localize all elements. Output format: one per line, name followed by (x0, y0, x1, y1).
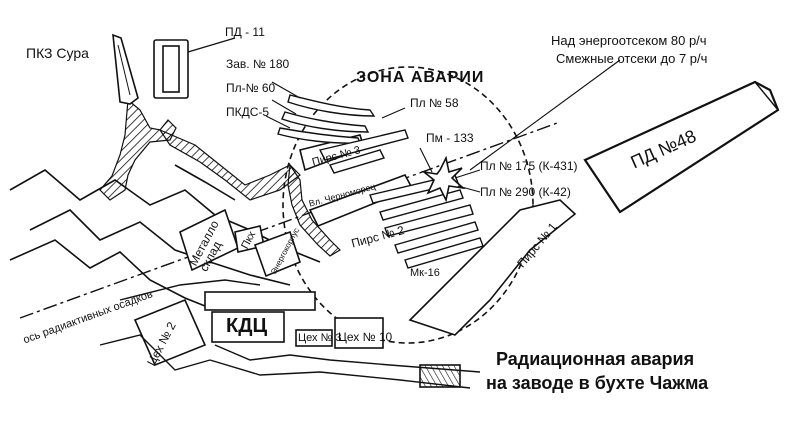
label-pkz-sura: ПКЗ Сура (26, 45, 89, 61)
pd48-dock (583, 80, 780, 214)
label-pl290: Пл № 290 (К-42) (480, 185, 571, 199)
caption-line2: на заводе в бухте Чажма (486, 373, 709, 393)
label-pd11: ПД - 11 (225, 25, 265, 39)
label-ceh3: Цех № 3 (298, 332, 342, 344)
label-mk16: Мк-16 (410, 267, 440, 279)
pd11-dock (153, 37, 236, 99)
label-pm133: Пм - 133 (426, 131, 474, 145)
leader-lines (265, 59, 621, 193)
roads (99, 279, 481, 389)
label-ceh10: Цех № 10 (338, 330, 393, 344)
accident-zone-circle (282, 66, 534, 344)
label-dose-adjacent: Смежные отсеки до 7 р/ч (556, 51, 708, 66)
label-pkds5: ПКДС-5 (226, 105, 270, 119)
label-pl175: Пл № 175 (К-431) (480, 159, 578, 173)
label-pl58: Пл № 58 (410, 96, 459, 110)
explosion-mark (421, 155, 466, 203)
label-pl60: Пл-№ 60 (226, 81, 276, 95)
caption-line1: Радиационная авария (496, 349, 695, 369)
label-dose-engine: Над энергоотсеком 80 р/ч (551, 33, 707, 48)
fallout-axis (19, 121, 561, 319)
pkz-sura-vessel (112, 33, 139, 105)
coastline (9, 164, 321, 311)
causeway (99, 98, 341, 257)
label-accident-zone: ЗОНА АВАРИИ (356, 69, 485, 86)
label-zav180: Зав. № 180 (226, 57, 290, 71)
buildings (133, 208, 461, 388)
label-kdc: КДЦ (226, 315, 268, 337)
